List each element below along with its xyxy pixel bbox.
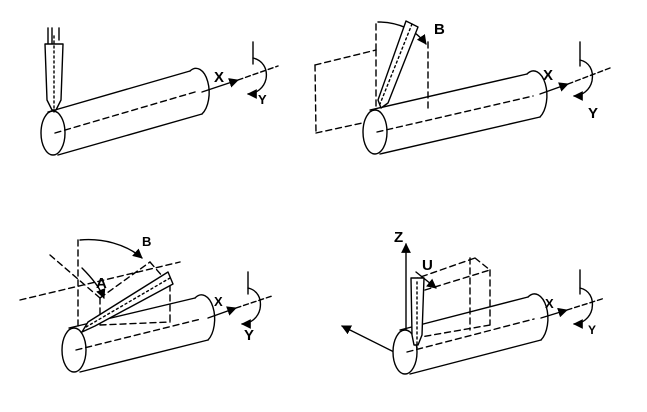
y-rotation-label: Y xyxy=(588,323,596,337)
a-reference-line xyxy=(49,254,101,299)
a-rotation-arc xyxy=(81,267,106,299)
panel-3: B A X Y xyxy=(19,234,273,373)
panel-2: B X Y xyxy=(314,20,611,155)
x-axis-arrow xyxy=(540,307,568,319)
x-axis-label: X xyxy=(543,67,553,84)
x-axis-extension xyxy=(567,67,611,85)
x-axis-arrow xyxy=(201,78,239,93)
cylinder-workpiece xyxy=(392,293,549,375)
a-axis-label: A xyxy=(96,275,107,292)
b-axis-label: B xyxy=(434,21,445,38)
x-axis-label: X xyxy=(214,69,224,86)
spindle-axis-dashed xyxy=(19,261,181,301)
tilted-cutting-tool xyxy=(81,271,174,333)
panel-4: Z U X Y xyxy=(341,229,606,375)
u-axis-label: U xyxy=(422,257,433,274)
y-rotation-label: Y xyxy=(244,327,254,344)
cylinder-workpiece xyxy=(61,294,216,373)
rotation-y-symbol xyxy=(573,269,594,329)
cutting-tool xyxy=(44,27,64,113)
x-axis-extension xyxy=(566,297,606,311)
cylinder-workpiece xyxy=(40,67,210,156)
z-axis-label: Z xyxy=(394,229,403,246)
rotation-y-symbol xyxy=(247,41,268,99)
cutting-tool xyxy=(410,277,425,349)
panel-1: X Y xyxy=(40,27,279,156)
cylinder-workpiece xyxy=(362,70,548,155)
x-axis-extension xyxy=(235,295,273,309)
b-rotation-arc xyxy=(79,238,143,259)
rotation-y-symbol xyxy=(573,41,594,101)
y-rotation-label: Y xyxy=(588,105,598,122)
x-axis-label: X xyxy=(214,294,223,309)
rotation-y-symbol xyxy=(241,271,262,329)
tool-travel-box xyxy=(411,257,491,339)
y-rotation-label: Y xyxy=(258,92,267,107)
x-axis-arrow xyxy=(207,306,237,319)
x-axis-arrow xyxy=(539,82,569,95)
x-axis-extension xyxy=(237,65,279,81)
b-axis-label: B xyxy=(142,234,151,249)
u-direction-arrow xyxy=(415,271,437,289)
tilted-cutting-tool xyxy=(377,20,419,109)
x-axis-label: X xyxy=(545,296,554,311)
